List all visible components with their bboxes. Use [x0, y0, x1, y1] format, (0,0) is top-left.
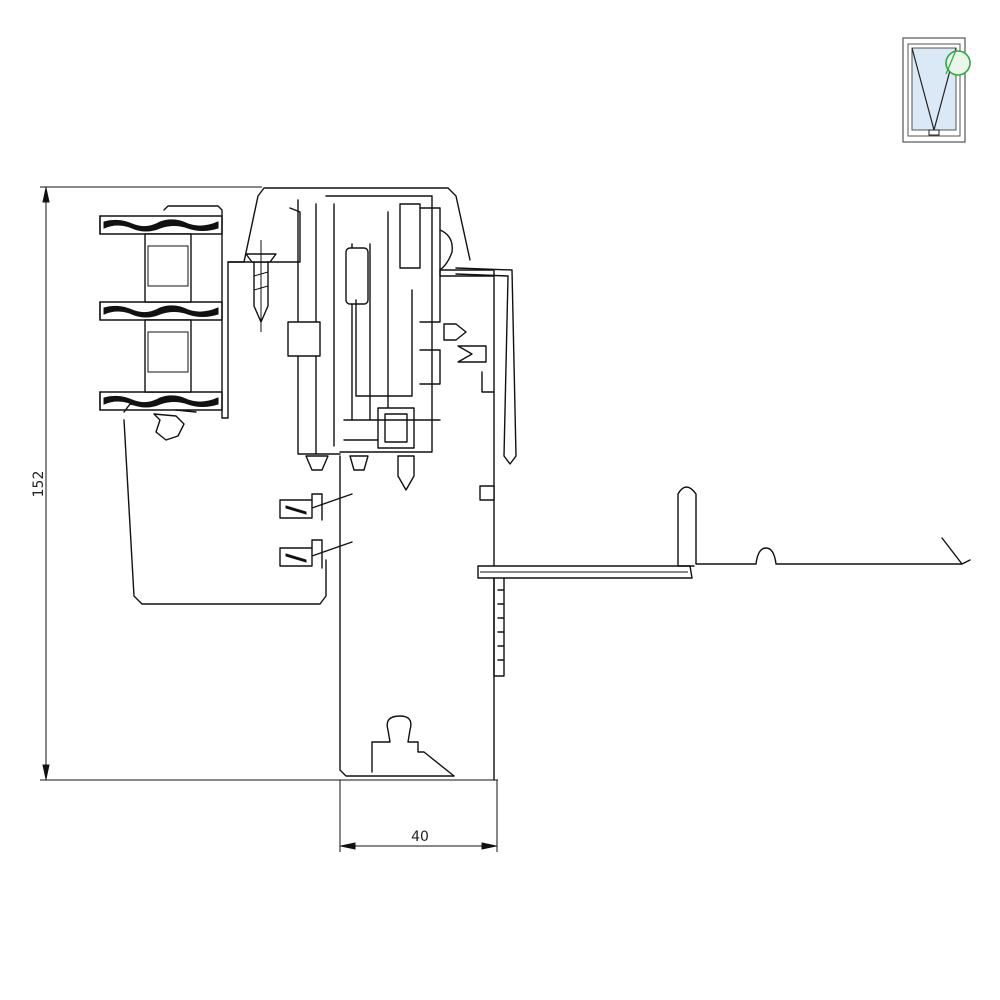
glazing-bead	[123, 187, 471, 441]
width-dimension: 40	[339, 780, 498, 852]
sill-flashing	[455, 267, 971, 677]
casement-window-icon	[902, 37, 971, 143]
frame-profile	[279, 269, 495, 781]
width-dimension-label: 40	[411, 829, 429, 845]
glazing-unit	[99, 215, 223, 411]
height-dimension: 152	[31, 186, 498, 781]
height-dimension-label: 152	[31, 471, 47, 498]
sash-profile	[123, 195, 453, 605]
screw-top	[245, 240, 277, 332]
